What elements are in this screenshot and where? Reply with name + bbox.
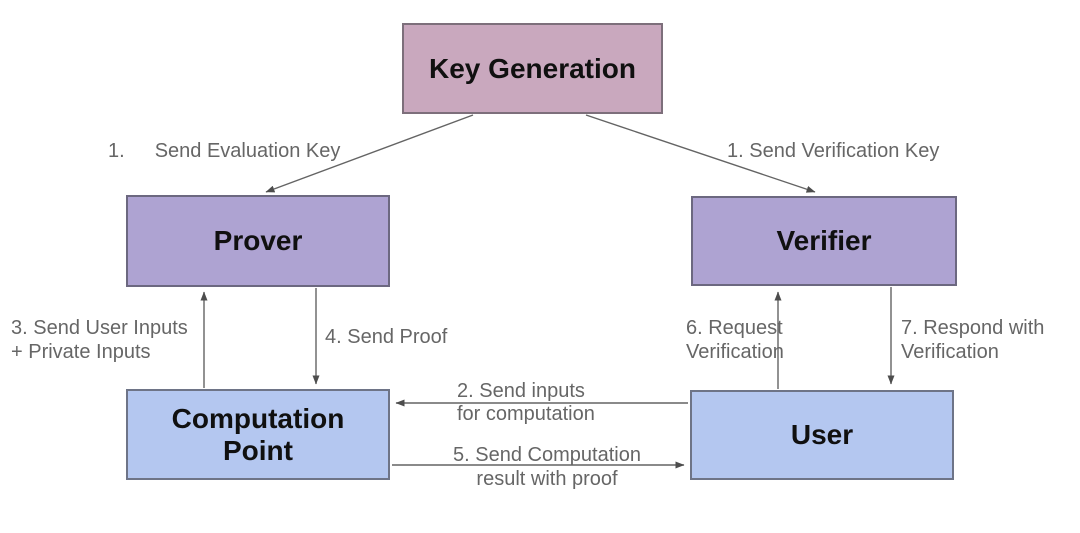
node-key-generation: Key Generation: [402, 23, 663, 114]
edge-label-send-result: 5. Send Computation result with proof: [440, 443, 654, 491]
edge-label-text: Send Evaluation Key: [154, 140, 341, 162]
edge-label-line2: Verification: [686, 341, 784, 363]
edge-label-line2: for computation: [457, 403, 595, 425]
node-user: User: [690, 390, 954, 480]
edge-label-send-proof: 4. Send Proof: [325, 325, 447, 349]
edge-label-send-verification-key: 1. Send Verification Key: [727, 139, 939, 163]
edge-label-line2: Verification: [901, 341, 999, 363]
edge-label-line1: 7. Respond with: [901, 317, 1045, 339]
edge-label-send-evaluation-key: 1. Send Evaluation Key: [108, 139, 340, 163]
arrow-send-evaluation-key: [265, 114, 474, 193]
node-user-label: User: [790, 419, 854, 450]
node-computation-point: Computation Point: [126, 389, 390, 480]
edge-label-send-inputs: 2. Send inputs for computation: [457, 380, 595, 426]
edge-label-line1: 3. Send User Inputs: [11, 317, 188, 339]
node-verifier-label: Verifier: [776, 225, 872, 256]
edge-label-number: 1.: [108, 140, 125, 162]
edge-label-line1: 5. Send Computation: [453, 444, 641, 466]
node-prover-label: Prover: [213, 225, 303, 256]
edge-label-text: 4. Send Proof: [325, 326, 448, 348]
edge-label-line2: + Private Inputs: [11, 341, 151, 363]
edge-label-line2: result with proof: [476, 468, 618, 490]
edge-label-line1: 6. Request: [686, 317, 783, 339]
node-prover: Prover: [126, 195, 390, 287]
node-key-generation-label: Key Generation: [429, 52, 636, 84]
edge-label-line1: 2. Send inputs: [457, 380, 585, 402]
edge-label-send-user-inputs: 3. Send User Inputs + Private Inputs: [11, 316, 188, 364]
edge-label-respond-verification: 7. Respond with Verification: [901, 316, 1044, 364]
node-verifier: Verifier: [691, 196, 957, 286]
edge-label-text: 1. Send Verification Key: [727, 140, 940, 162]
arrow-send-verification-key: [585, 114, 816, 193]
edge-label-request-verification: 6. Request Verification: [686, 316, 784, 364]
node-computation-point-label: Computation Point: [171, 402, 345, 466]
